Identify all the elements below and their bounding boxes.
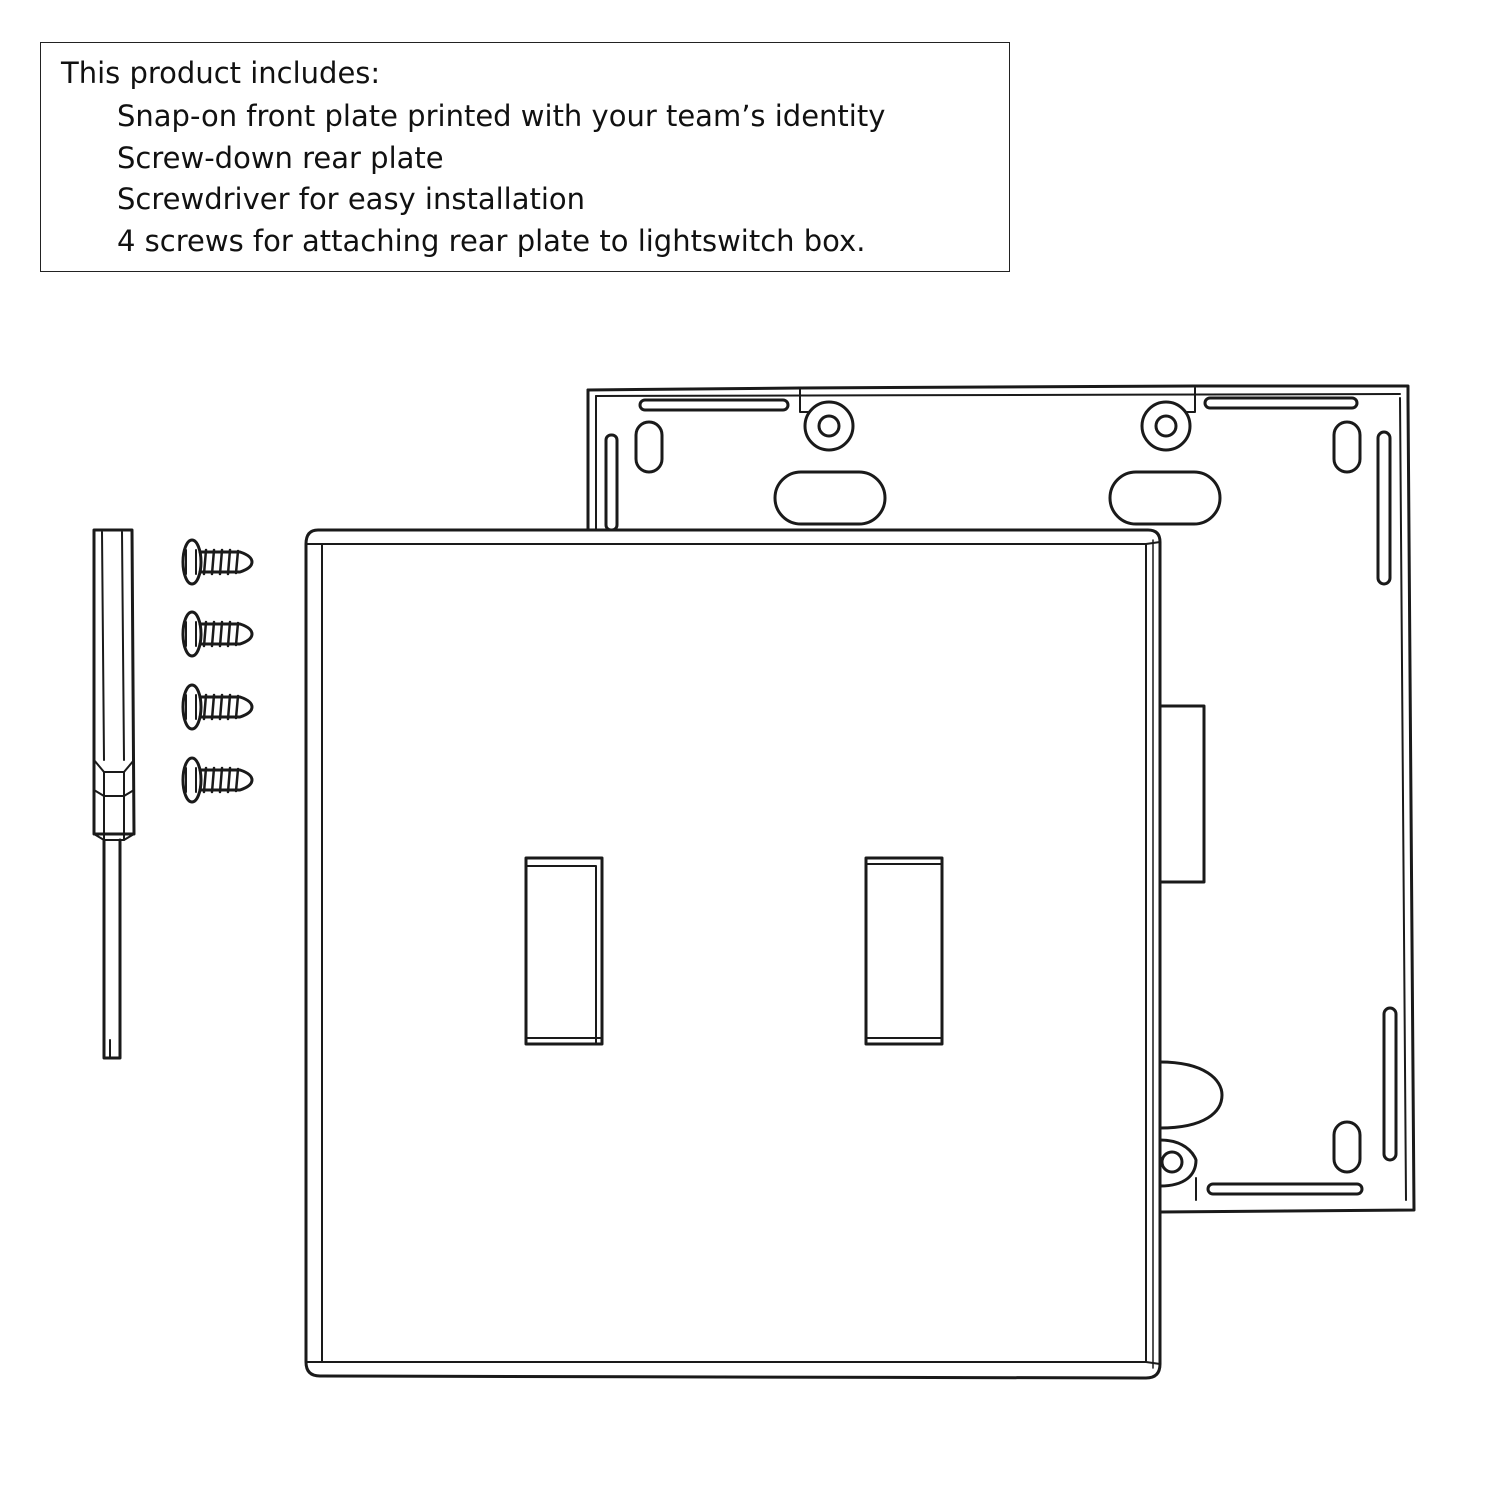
rear-screw-ear-right [1140, 400, 1192, 452]
screw-icon [181, 756, 254, 804]
rear-oval-hole-right [1108, 470, 1222, 526]
includes-item-screwdriver: Screwdriver for easy installation [117, 182, 586, 216]
includes-item-screws: 4 screws for attaching rear plate to lig… [117, 223, 866, 258]
front-plate [304, 528, 1162, 1380]
includes-item-front-plate: Snap-on front plate printed with your te… [117, 99, 886, 133]
screwdriver-icon [92, 528, 136, 1060]
front-plate-outer [304, 528, 1162, 1380]
product-includes-box: This product includes: Snap-on front pla… [40, 42, 1010, 272]
toggle-slot-right [864, 856, 944, 1046]
includes-title: This product includes: [61, 56, 381, 90]
rear-slot-top-left [638, 398, 790, 412]
rear-slot-top-right [1203, 396, 1359, 410]
includes-list: Snap-on front plate printed with your te… [117, 96, 885, 262]
rear-plate-outline [586, 384, 1416, 1214]
rear-oval-hole-left [773, 470, 887, 526]
rear-screw-ear-left [803, 400, 855, 452]
rear-plate [586, 384, 1416, 1214]
includes-item-rear-plate: Screw-down rear plate [117, 140, 444, 175]
screw-icon [181, 538, 254, 586]
rear-slot-bottom-right [1206, 1182, 1364, 1196]
screw-icon [181, 683, 254, 731]
screw-icon [181, 610, 254, 658]
rear-side-tab [1158, 704, 1206, 884]
toggle-slot-left [524, 856, 604, 1046]
